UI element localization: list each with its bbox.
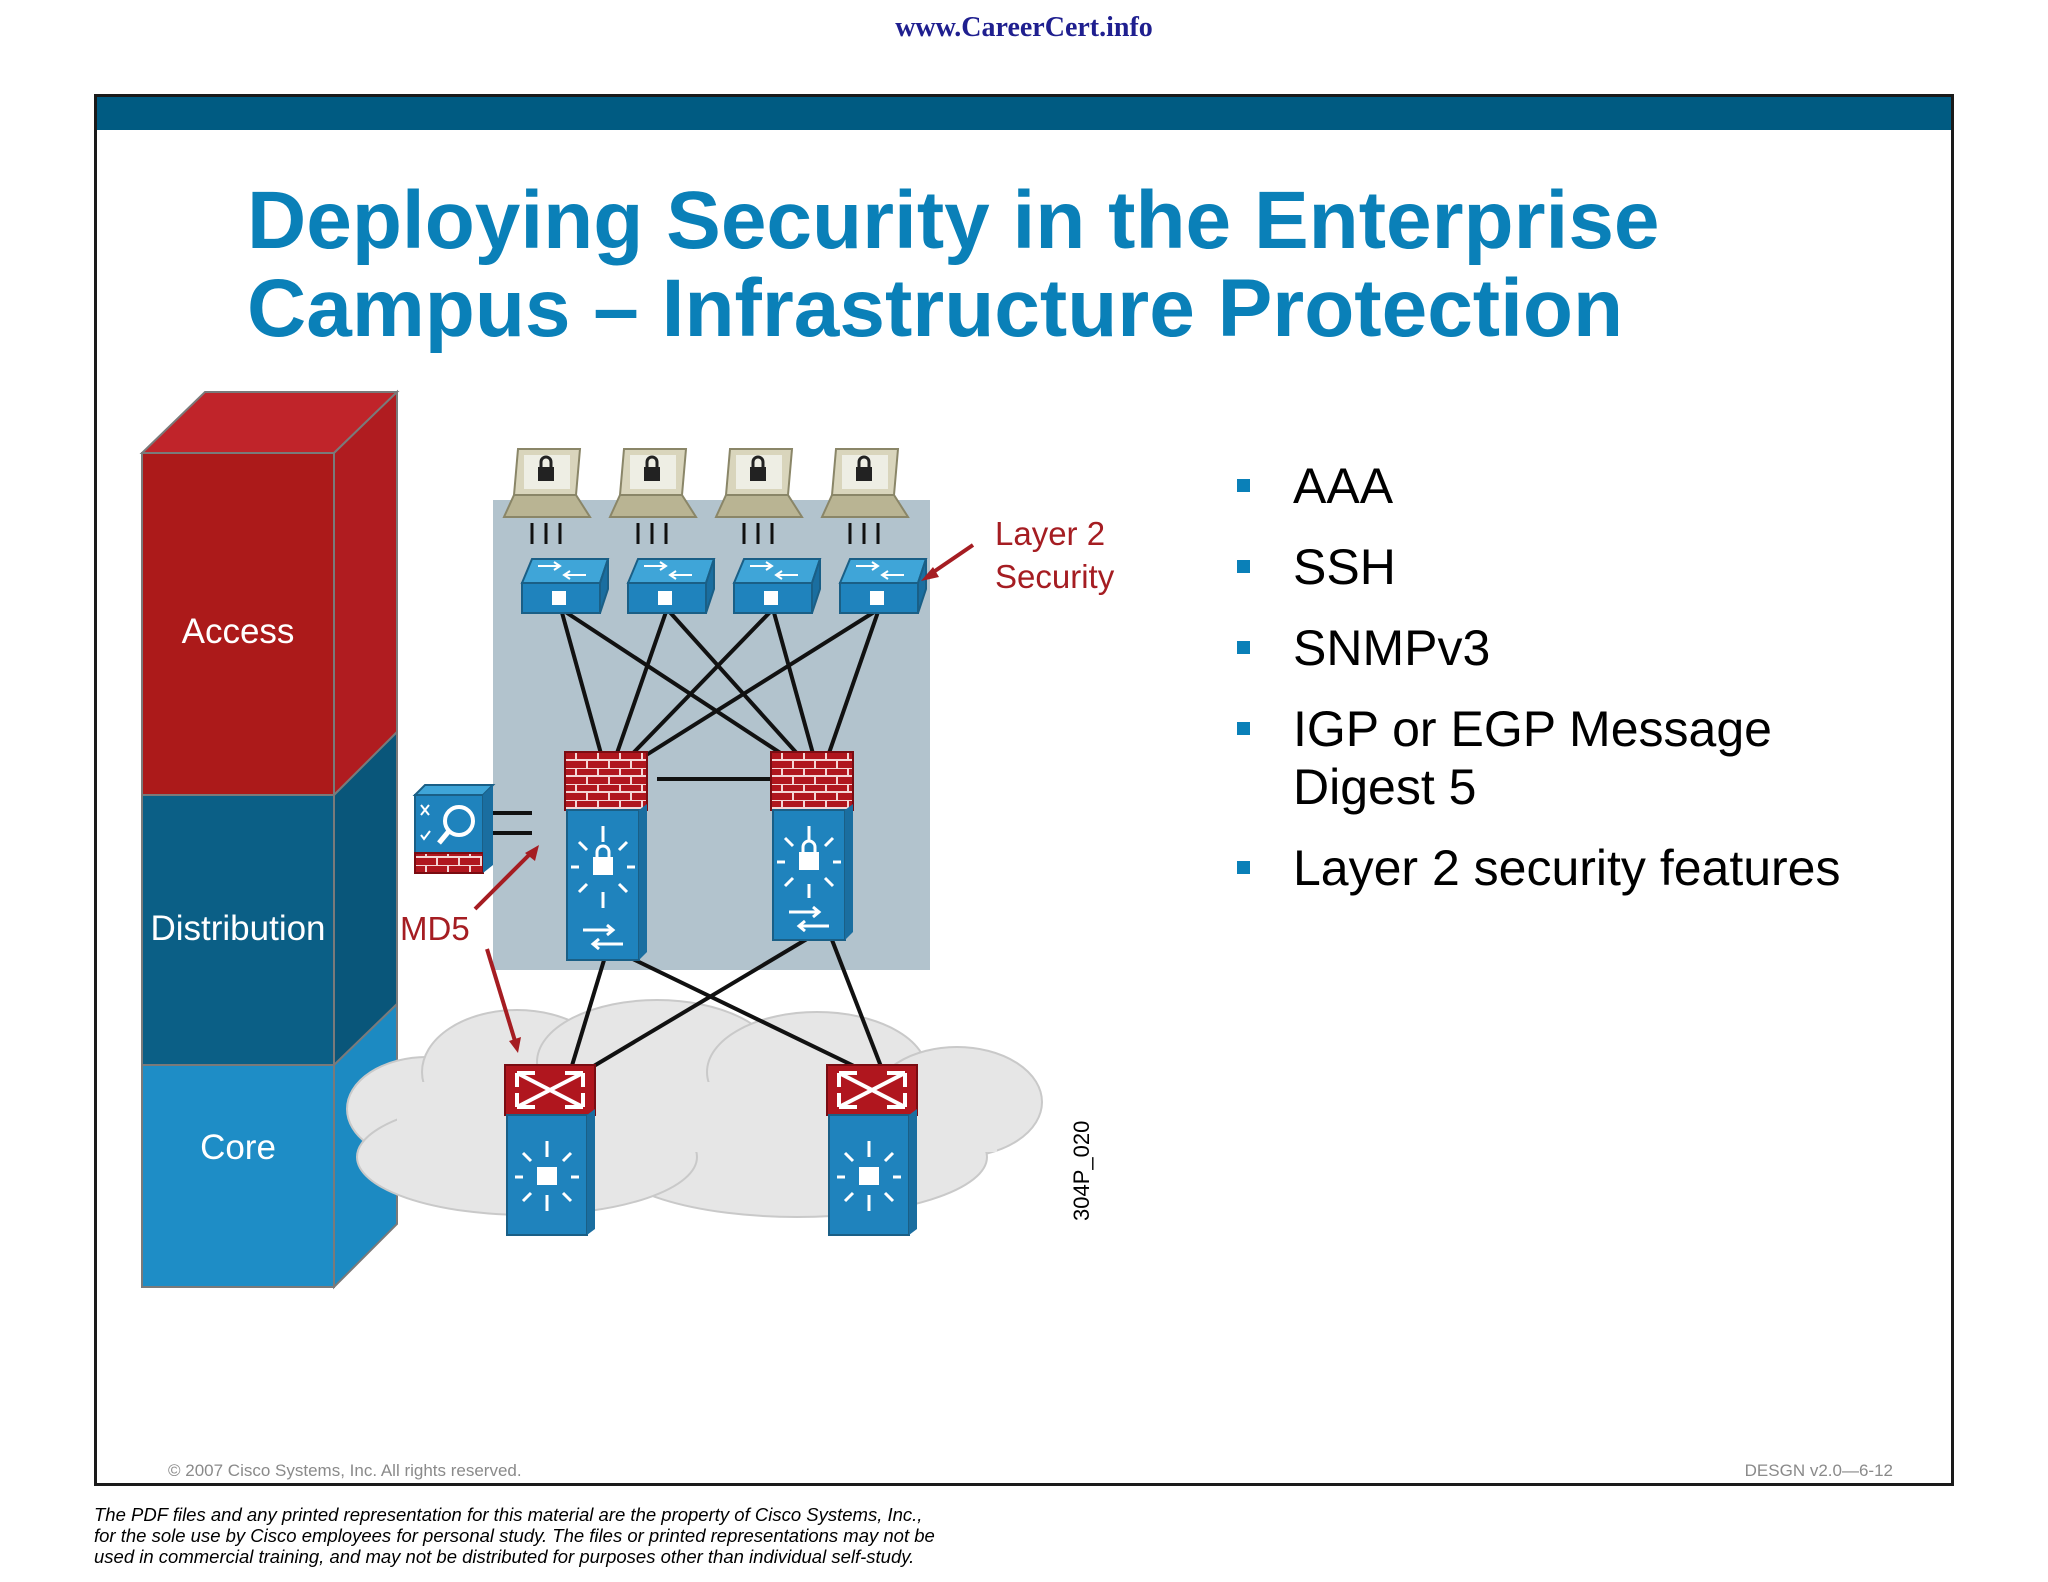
- layer-core-front: [141, 1064, 335, 1288]
- ids-sensor-icon: [412, 784, 496, 874]
- layer-stack: Access Distribution Core: [139, 389, 400, 1290]
- bullet-item: Layer 2 security features: [1235, 839, 1935, 897]
- bullet-item: SNMPv3: [1235, 619, 1935, 677]
- core-devices: [504, 1064, 918, 1236]
- laptop-lock-icon: [608, 448, 698, 544]
- disclaimer-line-1: The PDF files and any printed representa…: [94, 1504, 923, 1525]
- layer-access-label: Access: [182, 612, 295, 651]
- layer-access-side: [333, 389, 398, 798]
- access-laptops: [502, 448, 910, 544]
- bullet-square-icon: [1237, 560, 1250, 573]
- laptop-lock-icon: [714, 448, 804, 544]
- network-links: [482, 607, 889, 1084]
- layer-core-label: Core: [200, 1128, 276, 1167]
- disclaimer-line-3: used in commercial training, and may not…: [94, 1546, 915, 1567]
- distribution-devices: [564, 751, 854, 961]
- layer-distribution-label: Distribution: [150, 909, 325, 948]
- switch-icon: [626, 558, 716, 614]
- firewall-multilayer-switch: [770, 751, 854, 941]
- switch-icon: [732, 558, 822, 614]
- bullet-text: Layer 2 security features: [1293, 840, 1841, 896]
- md5-callout: MD5: [400, 845, 539, 1053]
- layer-access-front: [141, 452, 335, 796]
- bullet-item: AAA: [1235, 457, 1935, 515]
- slide: Deploying Security in the Enterprise Cam…: [94, 94, 1954, 1486]
- firewall-icon: [770, 751, 854, 811]
- bullet-square-icon: [1237, 722, 1250, 735]
- bullet-item: IGP or EGP Message Digest 5: [1235, 700, 1935, 816]
- bullet-text: SSH: [1293, 539, 1396, 595]
- network-diagram: Access Distribution Core: [139, 389, 1115, 1290]
- bullet-text: AAA: [1293, 458, 1394, 514]
- bullet-text: SNMPv3: [1293, 620, 1491, 676]
- slide-title-line-1: Deploying Security in the Enterprise: [247, 175, 1660, 266]
- core-router-icon: [504, 1064, 596, 1236]
- slide-header-band: [97, 97, 1951, 130]
- disclaimer-line-2: for the sole use by Cisco employees for …: [94, 1525, 935, 1546]
- laptop-lock-icon: [820, 448, 910, 544]
- bullet-square-icon: [1237, 479, 1250, 492]
- core-router-icon: [826, 1064, 918, 1236]
- bullet-square-icon: [1237, 641, 1250, 654]
- bullet-text-continued: Digest 5: [1293, 759, 1477, 815]
- slide-title-line-2: Campus – Infrastructure Protection: [247, 263, 1624, 354]
- firewall-icon: [564, 751, 648, 811]
- copyright-notice: © 2007 Cisco Systems, Inc. All rights re…: [168, 1461, 522, 1480]
- layer2-security-callout: Layer 2 Security: [921, 515, 1115, 595]
- firewall-multilayer-switch: [564, 751, 648, 961]
- bullet-list: AAA SSH SNMPv3 IGP or EGP Message Digest…: [1235, 457, 1935, 920]
- laptop-lock-icon: [502, 448, 592, 544]
- course-id: DESGN v2.0—6-12: [1744, 1461, 1893, 1480]
- bullet-item: SSH: [1235, 538, 1935, 596]
- bullet-square-icon: [1237, 861, 1250, 874]
- layer2-callout-line-2: Security: [995, 558, 1115, 595]
- access-switches: [520, 558, 928, 614]
- slide-title: Deploying Security in the Enterprise Cam…: [247, 177, 1847, 353]
- site-url[interactable]: www.CareerCert.info: [895, 12, 1153, 43]
- cloud-icon: [346, 999, 1043, 1218]
- md5-callout-label: MD5: [400, 910, 470, 947]
- figure-code: 304P_020: [1069, 1121, 1094, 1221]
- layer2-callout-line-1: Layer 2: [995, 515, 1105, 552]
- layer-distribution-front: [141, 794, 335, 1066]
- switch-icon: [838, 558, 928, 614]
- switch-icon: [520, 558, 610, 614]
- disclaimer: The PDF files and any printed representa…: [94, 1504, 1094, 1567]
- bullet-text: IGP or EGP Message: [1293, 701, 1772, 757]
